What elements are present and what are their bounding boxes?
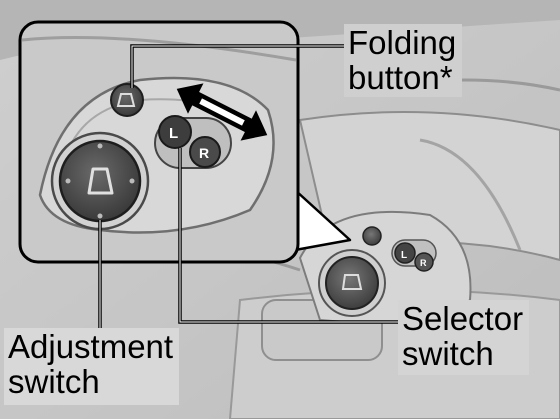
selector-l-small[interactable] xyxy=(394,242,416,264)
selector-r-label: R xyxy=(199,145,209,161)
selector-switch-callout: Selector switch xyxy=(398,300,530,376)
selector-l-label-small: L xyxy=(401,250,407,261)
double-arrow-icon xyxy=(176,83,268,141)
folding-button-small[interactable] xyxy=(362,226,382,246)
door-contour xyxy=(419,138,522,251)
folding-button[interactable] xyxy=(110,83,144,117)
adjustment-switch-small[interactable] xyxy=(325,256,379,310)
selector-l[interactable] xyxy=(158,115,192,149)
selector-r[interactable] xyxy=(189,136,221,168)
fold-mirror-icon xyxy=(116,93,136,107)
adjustment-switch[interactable] xyxy=(58,139,142,223)
adjustment-switch-callout: Adjustment switch xyxy=(4,328,180,406)
mirror-icon-small xyxy=(341,274,363,290)
mirror-icon xyxy=(87,167,114,195)
selector-l-label: L xyxy=(169,125,178,142)
selector-r-small[interactable] xyxy=(414,252,434,272)
selector-r-label-small: R xyxy=(420,258,427,268)
folding-button-callout: Folding button* xyxy=(344,24,463,98)
